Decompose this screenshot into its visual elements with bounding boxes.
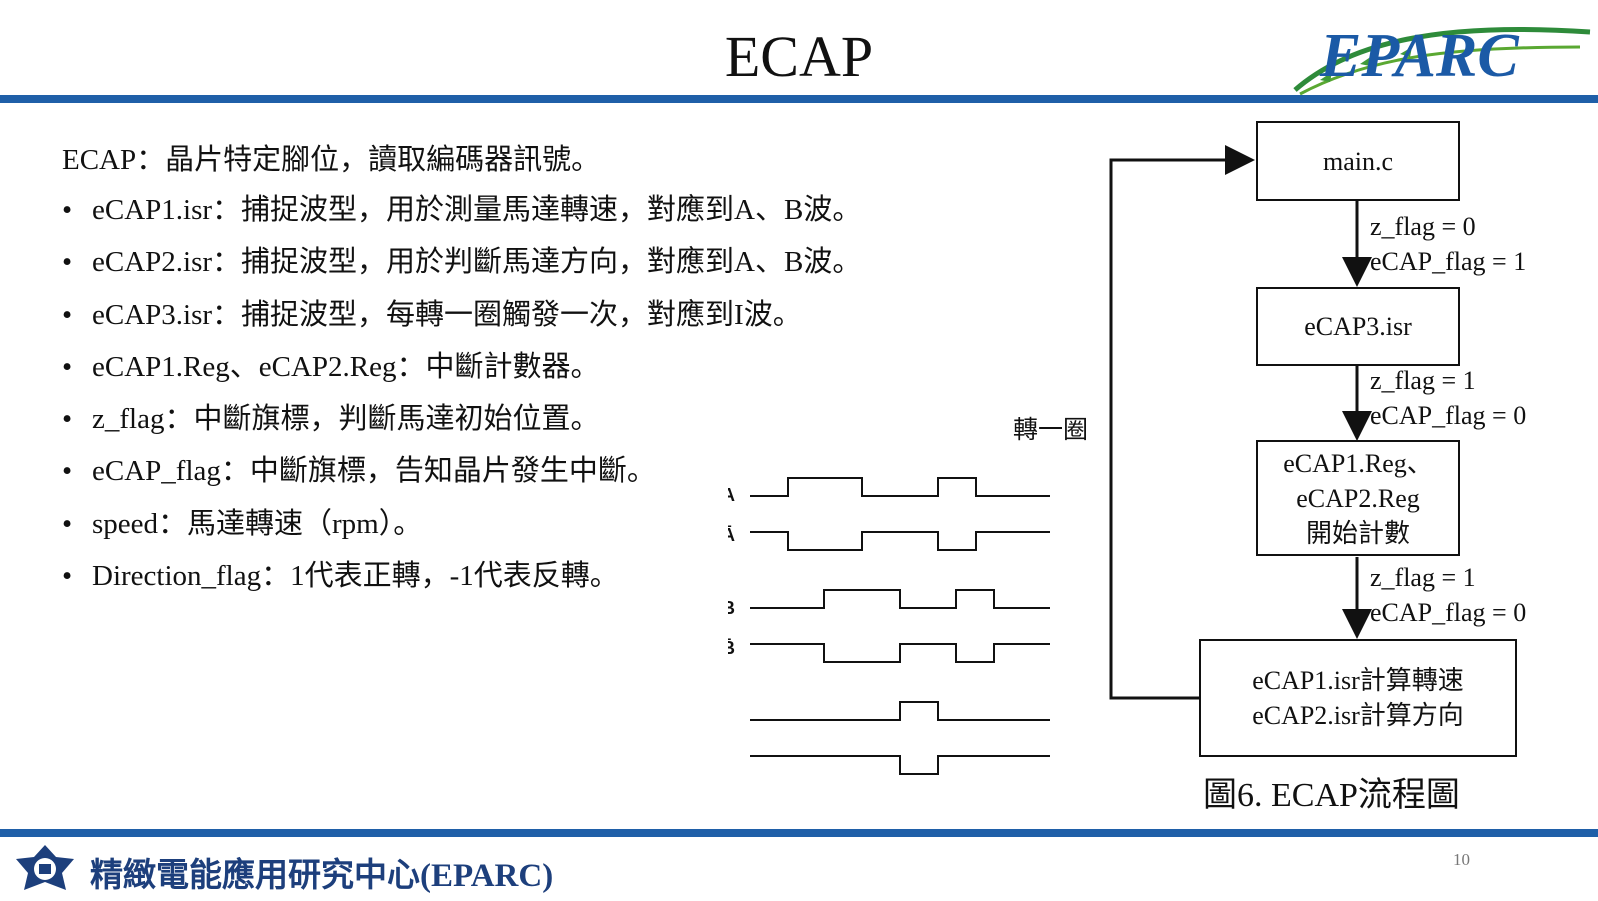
edge-label-line: z_flag = 1 bbox=[1370, 563, 1476, 592]
figure-caption: 圖6. ECAP流程圖 bbox=[1203, 777, 1460, 814]
encoder-waveforms: A Ā B B̄ I Ī bbox=[728, 477, 1050, 775]
wave-a bbox=[750, 477, 1050, 497]
bullet-item: speed：馬達轉速（rpm）。 bbox=[62, 504, 861, 556]
flow-box-reg-line: 開始計數 bbox=[1305, 518, 1410, 548]
flow-box-reg: eCAP1.Reg、 eCAP2.Reg 開始計數 bbox=[1256, 440, 1460, 556]
wave-b bbox=[750, 589, 1050, 609]
edge-label: z_flag = 1 eCAP_flag = 0 bbox=[1370, 363, 1526, 433]
emblem-icon bbox=[16, 845, 74, 890]
bullet-list: eCAP1.isr：捕捉波型，用於測量馬達轉速，對應到A、B波。 eCAP2.i… bbox=[62, 190, 861, 608]
flow-box-reg-line: eCAP1.Reg、 bbox=[1283, 448, 1433, 478]
flow-box-main-text: main.c bbox=[1322, 146, 1394, 176]
loop-label: 轉一圈 bbox=[1013, 417, 1089, 444]
wave-b-bar bbox=[750, 643, 1050, 663]
flow-box-ecap3-text: eCAP3.isr bbox=[1304, 312, 1412, 341]
edge-label-line: eCAP_flag = 0 bbox=[1370, 401, 1527, 430]
bullet-item: eCAP_flag：中斷旗標，告知晶片發生中斷。 bbox=[62, 451, 861, 503]
edge-label-line: eCAP_flag = 0 bbox=[1370, 598, 1527, 627]
header-divider bbox=[0, 95, 1598, 103]
edge-label-line: z_flag = 0 bbox=[1370, 212, 1476, 241]
edge-label: z_flag = 1 eCAP_flag = 0 bbox=[1370, 560, 1526, 630]
flow-box-main: main.c bbox=[1256, 121, 1460, 201]
page-number: 10 bbox=[1453, 850, 1470, 869]
edge-label: z_flag = 0 eCAP_flag = 1 bbox=[1370, 209, 1526, 279]
footer-divider bbox=[0, 829, 1598, 837]
wave-label-a: A bbox=[728, 485, 735, 505]
svg-text:EPARC: EPARC bbox=[1319, 22, 1519, 90]
bullet-item: eCAP2.isr：捕捉波型，用於判斷馬達方向，對應到A、B波。 bbox=[62, 242, 861, 294]
bullet-item: eCAP1.Reg、eCAP2.Reg：中斷計數器。 bbox=[62, 347, 861, 399]
wave-label-b: B bbox=[728, 598, 735, 618]
flow-box-reg-line: eCAP2.Reg bbox=[1296, 483, 1420, 513]
eparc-logo: EPARC bbox=[1293, 22, 1591, 96]
wave-i-bar bbox=[750, 755, 1050, 775]
footer-organization: 精緻電能應用研究中心(EPARC) bbox=[90, 858, 554, 894]
flow-box-isr-line: eCAP1.isr計算轉速 bbox=[1252, 666, 1464, 695]
bullet-item: z_flag：中斷旗標，判斷馬達初始位置。 bbox=[62, 399, 861, 451]
flow-box-ecap3: eCAP3.isr bbox=[1256, 287, 1460, 366]
flow-box-isr-line: eCAP2.isr計算方向 bbox=[1252, 701, 1464, 730]
wave-label-a-bar: Ā bbox=[728, 525, 735, 545]
edge-label-line: eCAP_flag = 1 bbox=[1370, 247, 1527, 276]
bullet-item: eCAP3.isr：捕捉波型，每轉一圈觸發一次，對應到I波。 bbox=[62, 295, 861, 347]
intro-text: ECAP：晶片特定腳位，讀取編碼器訊號。 bbox=[62, 144, 601, 176]
wave-a-bar bbox=[750, 531, 1050, 551]
bullet-item: Direction_flag：1代表正轉，-1代表反轉。 bbox=[62, 556, 861, 608]
bullet-item: eCAP1.isr：捕捉波型，用於測量馬達轉速，對應到A、B波。 bbox=[62, 190, 861, 242]
wave-label-b-bar: B̄ bbox=[728, 638, 735, 658]
wave-i bbox=[750, 701, 1050, 721]
flow-box-isr: eCAP1.isr計算轉速 eCAP2.isr計算方向 bbox=[1199, 639, 1517, 757]
edge-label-line: z_flag = 1 bbox=[1370, 366, 1476, 395]
slide-title: ECAP bbox=[724, 24, 874, 89]
